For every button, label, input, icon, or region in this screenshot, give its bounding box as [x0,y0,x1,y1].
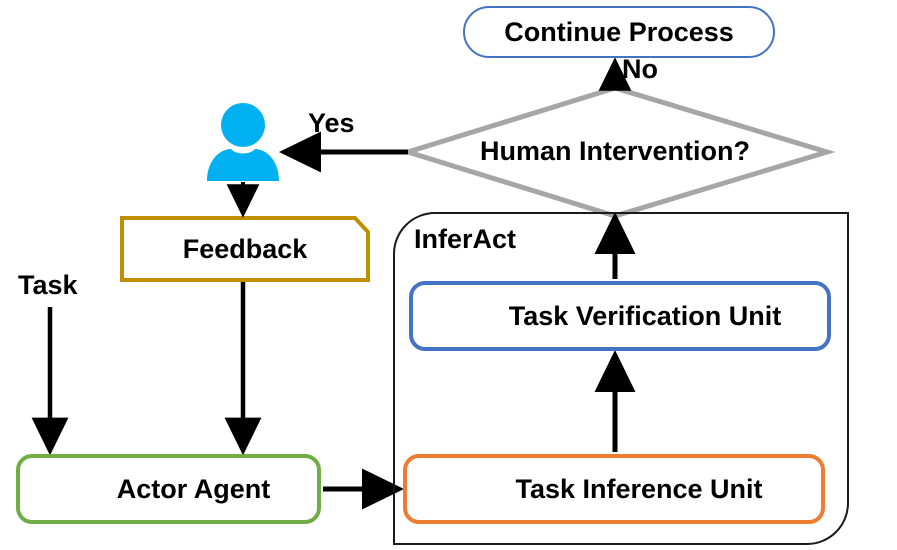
actor-agent-node[interactable]: Actor Agent [16,454,321,524]
task-verification-unit-node[interactable]: Task Verification Unit [409,281,831,351]
feedback-label: Feedback [182,233,308,264]
feedback-shape [120,216,370,282]
task-verification-icon-slot [421,288,473,344]
task-verification-unit-label: Task Verification Unit [508,300,782,331]
edge-label-yes: Yes [308,108,355,138]
continue-process-node[interactable]: Continue Process [463,6,775,58]
decision-label: Human Intervention? [479,136,750,166]
actor-agent-label: Actor Agent [116,473,271,504]
person-icon [207,103,279,181]
edge-label-no: No [622,54,658,84]
continue-process-label: Continue Process [504,16,734,47]
actor-agent-icon-slot [28,461,80,517]
task-inference-unit-label: Task Inference Unit [515,473,763,504]
task-inference-unit-node[interactable]: Task Inference Unit [403,454,825,524]
inferact-group-label: InferAct [414,224,517,254]
task-inference-icon-slot [415,461,467,517]
inferact-group-container [393,212,849,545]
edge-label-task: Task [18,270,78,300]
feedback-node[interactable]: Feedback [120,216,370,282]
